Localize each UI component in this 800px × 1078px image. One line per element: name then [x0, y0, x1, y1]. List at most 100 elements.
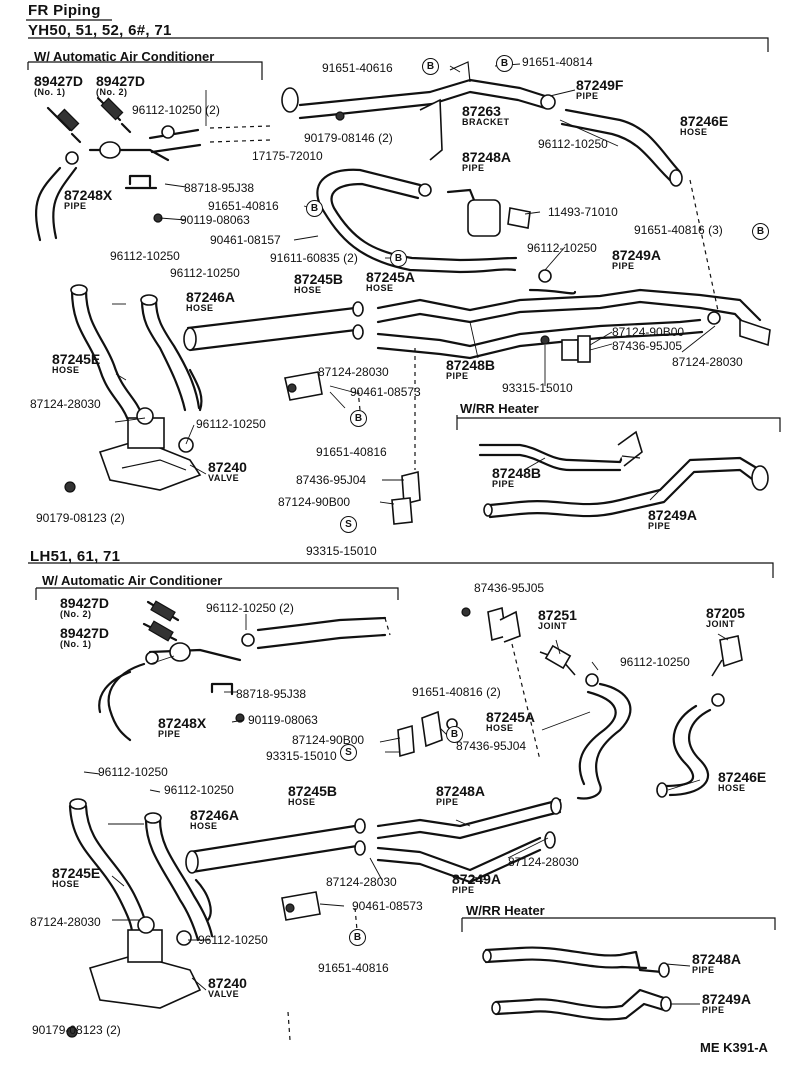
ref-mark-s: S [340, 744, 357, 761]
sensor-89427d-no2-s1 [96, 96, 132, 134]
label-90179-08146: 90179-08146 (2) [304, 131, 393, 145]
hose-87245a-s2 [576, 682, 632, 800]
label-s2-90119-08063: 90119-08063 [248, 713, 318, 727]
hoses-left-s2 [68, 798, 366, 946]
label-s2-91651-40816: 91651-40816 [318, 961, 389, 975]
label-91651-40814: 91651-40814 [522, 55, 593, 69]
figure-code: ME K391-A [700, 1040, 768, 1055]
label-96112-10250-f: 96112-10250 [527, 241, 597, 255]
section-2-models: LH51, 61, 71 [30, 548, 121, 565]
ref-mark-s: S [340, 516, 357, 533]
section-1-ac-box [27, 61, 263, 80]
label-96112-10250-e: 96112-10250 [538, 137, 608, 151]
section-2-rr-box [461, 917, 776, 932]
rr-heater-pipes-s1 [478, 430, 769, 519]
label-87124-90b00-b: 87124-90B00 [278, 495, 351, 509]
label-s2-96112-10250-c: 96112-10250 [198, 933, 268, 947]
ref-mark-b: B [306, 200, 323, 217]
label-87436-95j04: 87436-95J04 [296, 473, 367, 487]
label-90119-08063: 90119-08063 [180, 213, 250, 227]
pipe-87249a-s1 [376, 288, 771, 360]
valve-87240-s2 [66, 916, 202, 1038]
label-s2-96112-10250-a: 96112-10250 [98, 765, 168, 779]
label-96112-10250-d: 96112-10250 [196, 417, 266, 431]
label-s2-87124-28030-c: 87124-28030 [326, 875, 397, 889]
label-s2-96112-10250-2: 96112-10250 (2) [206, 601, 294, 615]
label-93315-15010-a: 93315-15010 [502, 381, 573, 395]
hose-87246e-s1 [560, 108, 721, 321]
label-91651-40616: 91651-40616 [322, 61, 393, 75]
label-88718-95j38: 88718-95J38 [184, 181, 255, 195]
ref-mark-b: B [390, 250, 407, 267]
ref-mark-b: B [349, 929, 366, 946]
pipe-87248x-s2 [98, 616, 391, 742]
ref-mark-b: B [446, 726, 463, 743]
label-87124-28030-a: 87124-28030 [30, 397, 101, 411]
label-91611-60835: 91611-60835 (2) [270, 251, 358, 265]
page-title: FR Piping [28, 2, 101, 19]
sensor-89427d-no2-s2 [146, 600, 180, 622]
sensor-89427d-no1-s2 [142, 620, 178, 642]
clamps-mid-s1 [540, 335, 591, 363]
label-90461-08157: 90461-08157 [210, 233, 281, 247]
hoses-left-s1 [70, 284, 203, 422]
label-s2-87124-90b00: 87124-90B00 [292, 733, 365, 747]
pipe-87249f-s1 [281, 61, 556, 161]
pipe-87248x-s1 [35, 125, 271, 242]
section-1-bracket [28, 37, 769, 52]
label-87124-28030-c: 87124-28030 [318, 365, 389, 379]
label-s2-87436-95j05: 87436-95J05 [474, 581, 545, 595]
label-s2-87436-95j04: 87436-95J04 [456, 739, 527, 753]
label-s2-96112-10250-d: 96112-10250 [620, 655, 690, 669]
label-91651-40816-3: 91651-40816 (3) [634, 223, 723, 237]
joints-right-s2 [461, 606, 743, 761]
label-s2-96112-10250-b: 96112-10250 [164, 783, 234, 797]
section-2-ac-title: W/ Automatic Air Conditioner [42, 573, 223, 588]
sensor-89427d-no1-s1 [46, 106, 82, 144]
ref-mark-b: B [350, 410, 367, 427]
pipe-87248a-s2 [376, 797, 562, 840]
section-2-ac-box [35, 587, 399, 600]
clip-88718-95j38-s1 [124, 174, 163, 223]
label-91651-40816-b: 91651-40816 [316, 445, 387, 459]
label-93315-15010-b: 93315-15010 [306, 544, 377, 558]
label-96112-10250-2: 96112-10250 (2) [132, 103, 220, 117]
label-17175-72010: 17175-72010 [252, 149, 323, 163]
label-s2-93315-15010: 93315-15010 [266, 749, 337, 763]
label-11493-71010: 11493-71010 [548, 205, 618, 219]
label-96112-10250-c: 96112-10250 [170, 266, 240, 280]
label-87124-90b00-a: 87124-90B00 [612, 325, 685, 339]
hose-87246e-s2 [656, 704, 712, 798]
label-s2-91651-40816-2: 91651-40816 (2) [412, 685, 501, 699]
section-1-rr-title: W/RR Heater [460, 401, 539, 416]
fasteners-chain-s2 [281, 891, 358, 1041]
label-90179-08123: 90179-08123 (2) [36, 511, 125, 525]
label-96112-10250-b: 96112-10250 [110, 249, 180, 263]
valve-87240-s1 [64, 407, 202, 493]
rr-heater-pipes-s2 [482, 946, 672, 1021]
ref-mark-b: B [752, 223, 769, 240]
label-s2-90461-08573: 90461-08573 [352, 899, 423, 913]
ref-mark-b: B [496, 55, 513, 72]
